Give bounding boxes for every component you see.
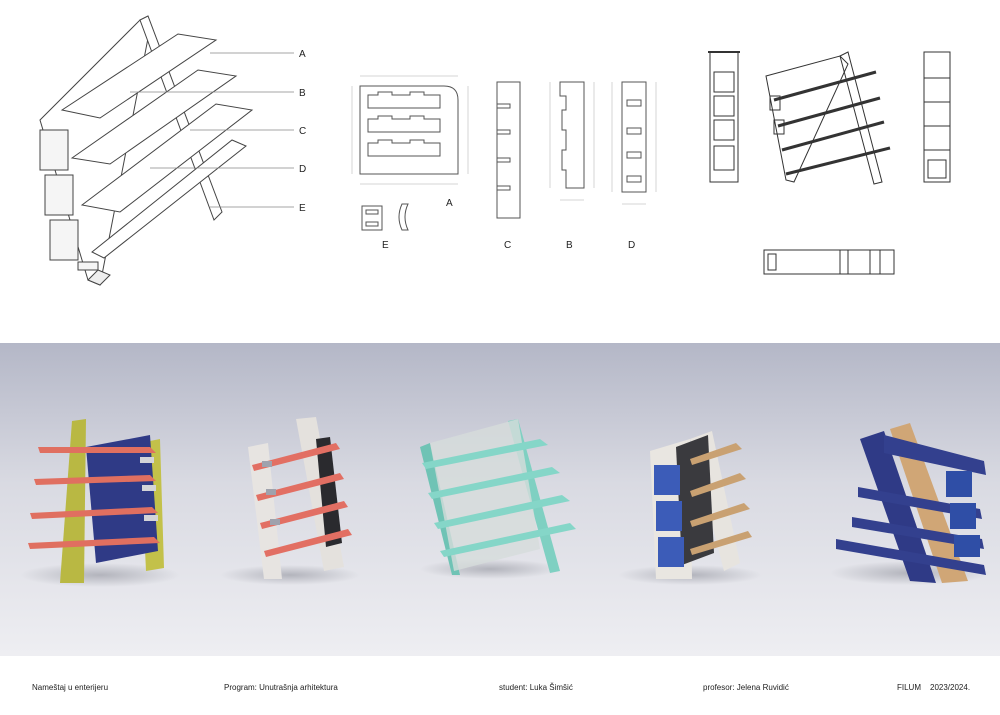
label-d: D xyxy=(299,164,306,175)
footer-bar xyxy=(0,656,1000,715)
part-b-drawing xyxy=(549,81,595,201)
plan-view-drawing xyxy=(763,249,895,275)
label-e: E xyxy=(299,203,306,214)
part-label-b: B xyxy=(566,240,573,251)
footer-school: FILUM xyxy=(897,683,921,692)
footer-program: Program: Unutrašnja arhitektura xyxy=(224,683,338,692)
technical-drawings: A B C D E A E C xyxy=(39,15,951,286)
label-b: B xyxy=(299,88,306,99)
rear-elevation-drawing xyxy=(923,51,951,183)
front-elevation-drawing xyxy=(708,51,740,183)
footer-professor: profesor: Jelena Ruvidić xyxy=(703,683,789,692)
shelf-render-1 xyxy=(20,419,180,587)
render-scene xyxy=(0,343,1000,656)
footer-course: Nameštaj u enterijeru xyxy=(32,683,109,692)
part-c-drawing xyxy=(496,81,521,219)
label-a: A xyxy=(299,49,306,60)
part-d-drawing xyxy=(611,81,657,205)
side-elevation-drawing xyxy=(765,51,891,185)
footer-year: 2023/2024. xyxy=(930,683,971,692)
shelf-render-2 xyxy=(220,417,360,585)
part-label-e: E xyxy=(382,240,389,251)
footer-student: student: Luka Šimšić xyxy=(499,683,573,692)
part-e-drawing xyxy=(361,203,409,231)
isometric-assembly-drawing xyxy=(39,15,294,286)
shelf-render-5 xyxy=(830,423,990,585)
shelf-render-3 xyxy=(420,419,576,579)
part-label-a: A xyxy=(446,198,453,209)
part-label-c: C xyxy=(504,240,511,251)
part-a-drawing xyxy=(351,75,469,185)
label-c: C xyxy=(299,126,306,137)
part-label-d: D xyxy=(628,240,635,251)
shelf-render-4 xyxy=(618,431,762,585)
